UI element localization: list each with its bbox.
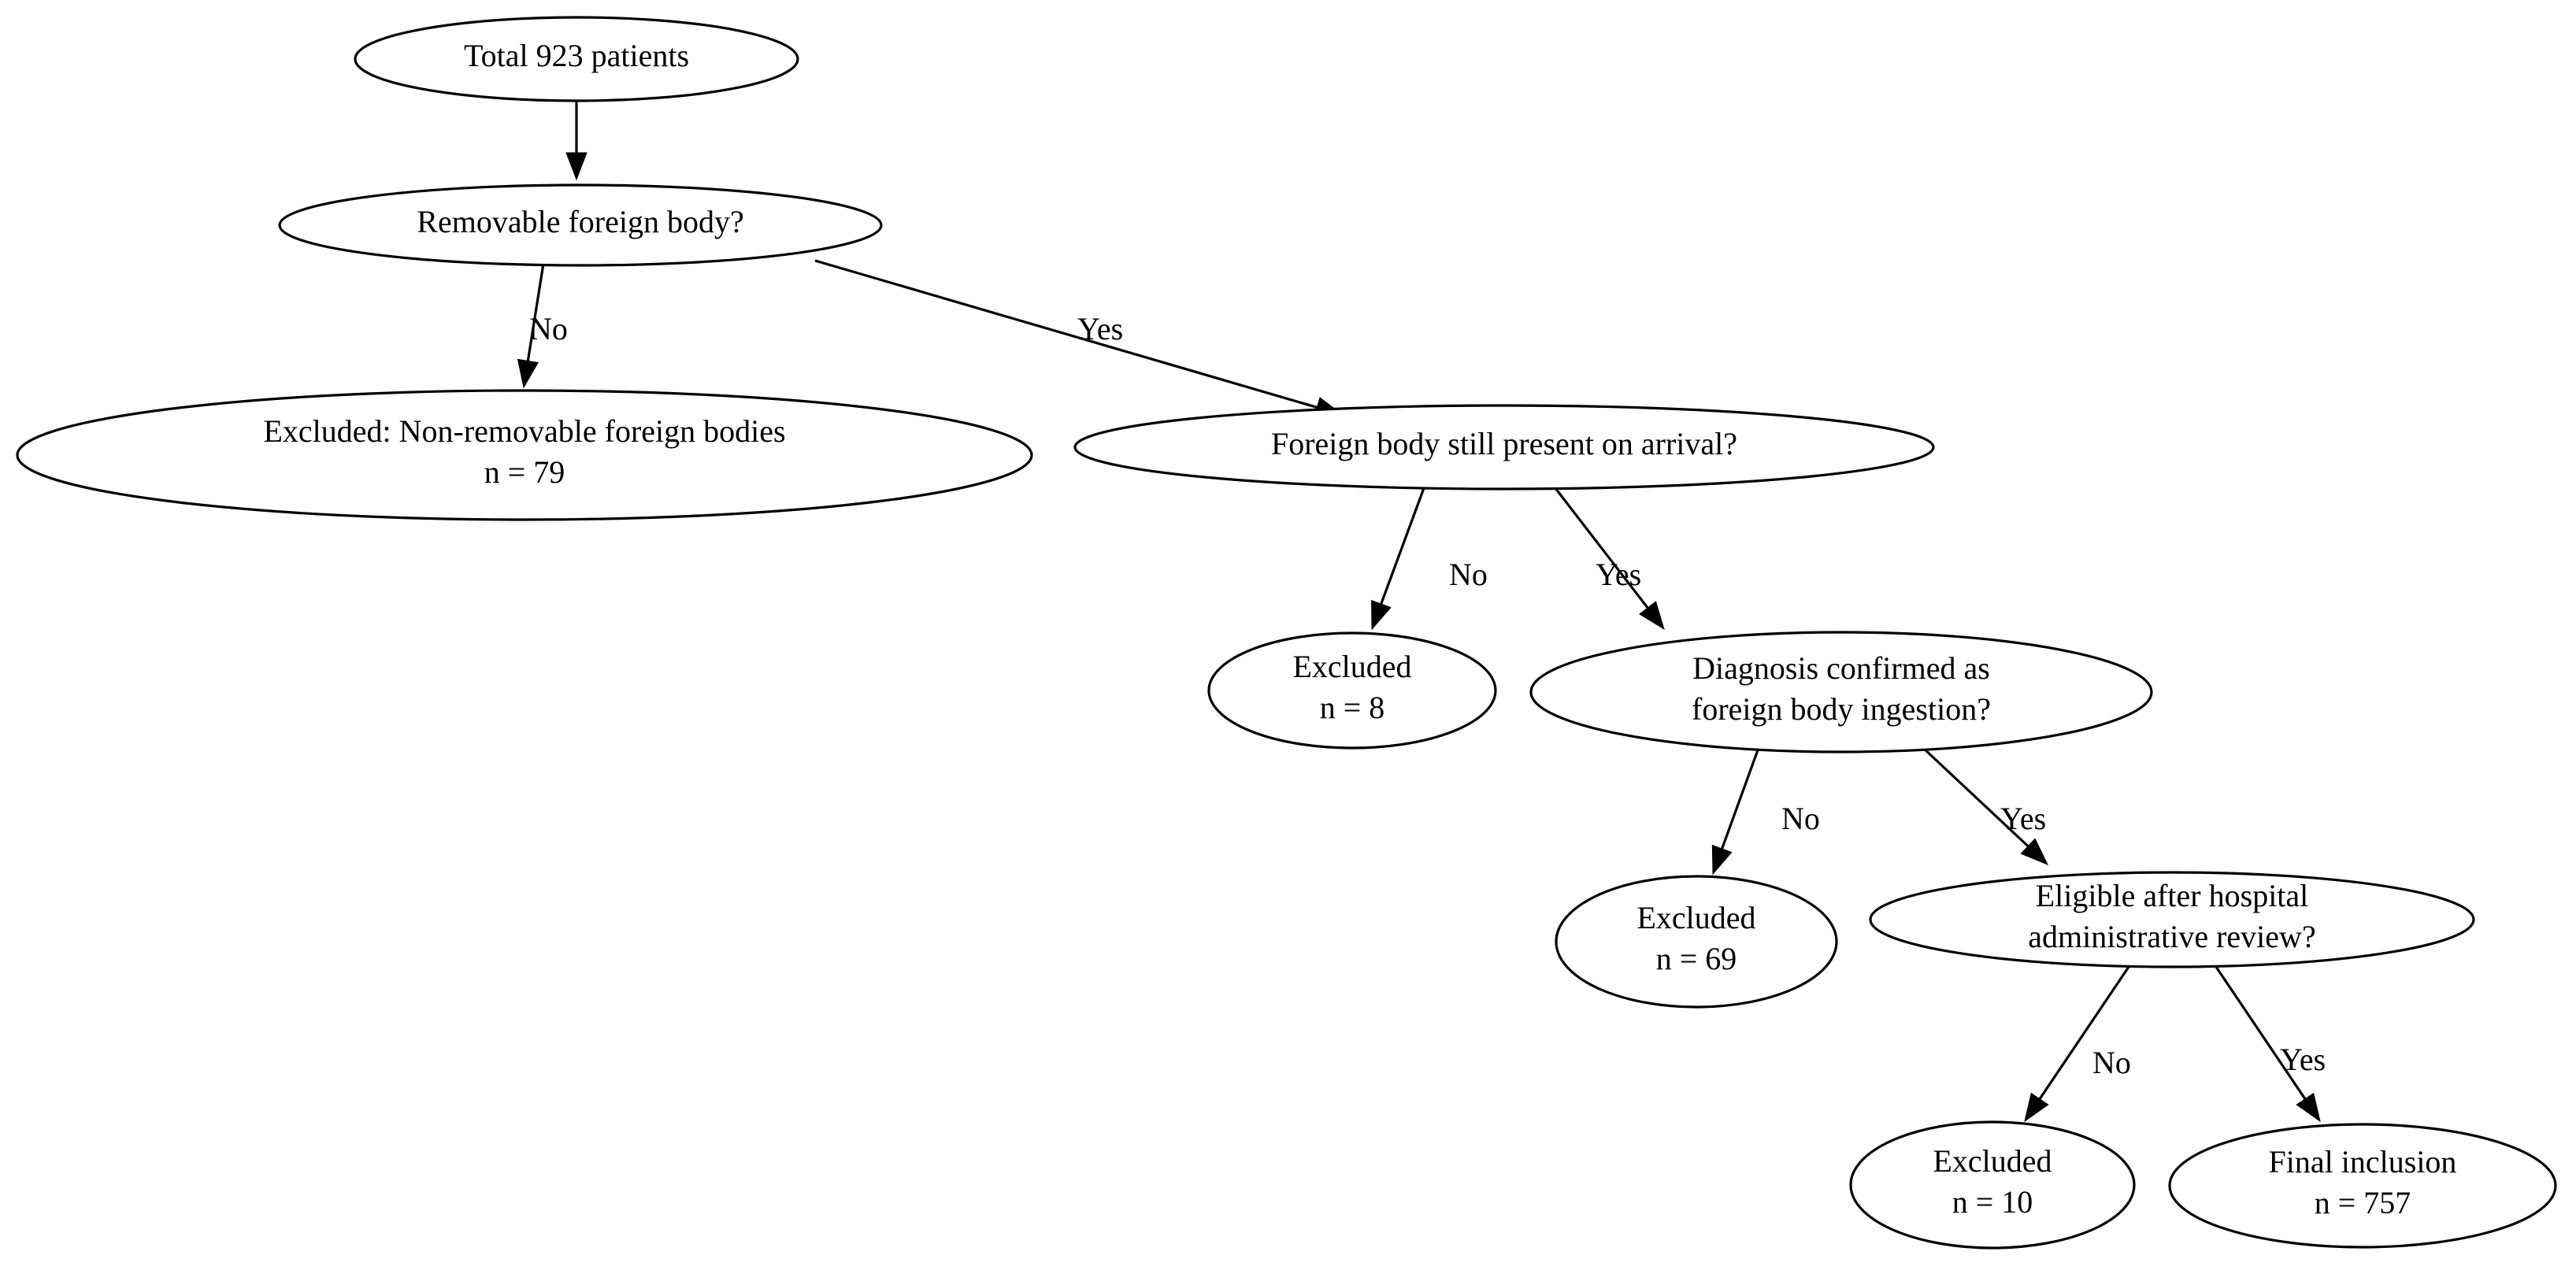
node-label-line: n = 79 [484,454,565,490]
node-shape-ellipse[interactable] [1529,631,2153,753]
edge-total-to-removable [565,102,587,181]
node-total[interactable]: Total 923 patients [354,16,799,102]
node-shape-ellipse[interactable] [1073,404,1935,491]
node-label-line: Total 923 patients [464,38,689,73]
edge-label-yes: Yes [1596,557,1641,592]
node-label-line: n = 757 [2315,1185,2411,1220]
node-label-line: Final inclusion [2269,1144,2457,1179]
node-shape-ellipse[interactable] [16,389,1033,521]
edge-label-no: No [529,311,568,346]
edge-label-yes: Yes [1077,311,1123,346]
arrowhead-icon [1371,599,1392,631]
edge-line [526,263,545,361]
edge-line [2215,966,2307,1100]
node-label-line: administrative review? [2028,919,2315,954]
node-label-line: Removable foreign body? [417,204,743,239]
node-shape-ellipse[interactable] [1869,871,2475,968]
node-excluded_8[interactable]: Excluded n = 8 [1207,631,1497,750]
node-shape-ellipse[interactable] [1555,875,1838,1009]
edge-line [1922,746,2029,847]
node-label-line: Excluded [1292,649,1411,684]
arrowhead-icon [2024,1092,2049,1123]
node-label-line: n = 69 [1656,941,1737,976]
arrowhead-icon [1639,601,1665,631]
node-label-line: Excluded [1933,1143,2052,1179]
node-eligible[interactable]: Eligible after hospital administrative re… [1869,871,2475,968]
node-excluded_nonremovable[interactable]: Excluded: Non-removable foreign bodies n … [16,389,1033,521]
edge-still_present-to-diagnosis [1554,487,1665,631]
edge-line [814,259,1318,409]
edge-eligible-to-excluded_10 [2024,966,2130,1123]
edge-diagnosis-to-eligible [1922,746,2049,865]
edge-still_present-to-excluded_8 [1371,487,1425,631]
node-shape-ellipse[interactable] [2168,1123,2557,1249]
node-still_present[interactable]: Foreign body still present on arrival? [1073,404,1935,491]
node-label-line: Excluded: Non-removable foreign bodies [263,413,785,449]
edge-line [1554,487,1649,609]
edge-label-yes: Yes [2000,801,2046,836]
node-label-line: Diagnosis confirmed as [1692,650,1990,686]
node-final_inclusion[interactable]: Final inclusion n = 757 [2168,1123,2557,1249]
node-label-line: n = 10 [1952,1184,2033,1220]
arrowhead-icon [565,152,587,181]
node-excluded_10[interactable]: Excluded n = 10 [1849,1120,2136,1250]
arrowhead-icon [2020,838,2049,865]
node-label-line: foreign body ingestion? [1692,691,1991,727]
node-shape-ellipse[interactable] [1207,631,1497,750]
edge-line [2038,966,2130,1100]
edges-layer [517,102,2321,1123]
edge-eligible-to-final_inclusion [2215,966,2321,1123]
edge-line [1721,747,1760,850]
arrowhead-icon [1711,844,1733,876]
node-shape-ellipse[interactable] [278,183,883,267]
node-label-line: Foreign body still present on arrival? [1271,426,1737,461]
edge-label-yes: Yes [2280,1042,2326,1077]
edge-label-no: No [1781,801,1820,836]
node-diagnosis[interactable]: Diagnosis confirmed as foreign body inges… [1529,631,2153,753]
node-label-line: Eligible after hospital [2036,878,2309,913]
edge-line [1380,487,1425,605]
arrowhead-icon [2296,1092,2321,1123]
node-shape-ellipse[interactable] [1849,1120,2136,1250]
edge-diagnosis-to-excluded_69 [1711,747,1760,876]
edge-label-no: No [2092,1045,2131,1080]
node-label-line: Excluded [1636,900,1755,935]
node-excluded_69[interactable]: Excluded n = 69 [1555,875,1838,1009]
arrowhead-icon [517,358,539,389]
node-label-line: n = 8 [1320,690,1385,725]
node-shape-ellipse[interactable] [354,16,799,102]
edge-removable-to-excluded_nonremovable [517,263,545,389]
node-removable[interactable]: Removable foreign body? [278,183,883,267]
edge-label-no: No [1449,557,1488,592]
